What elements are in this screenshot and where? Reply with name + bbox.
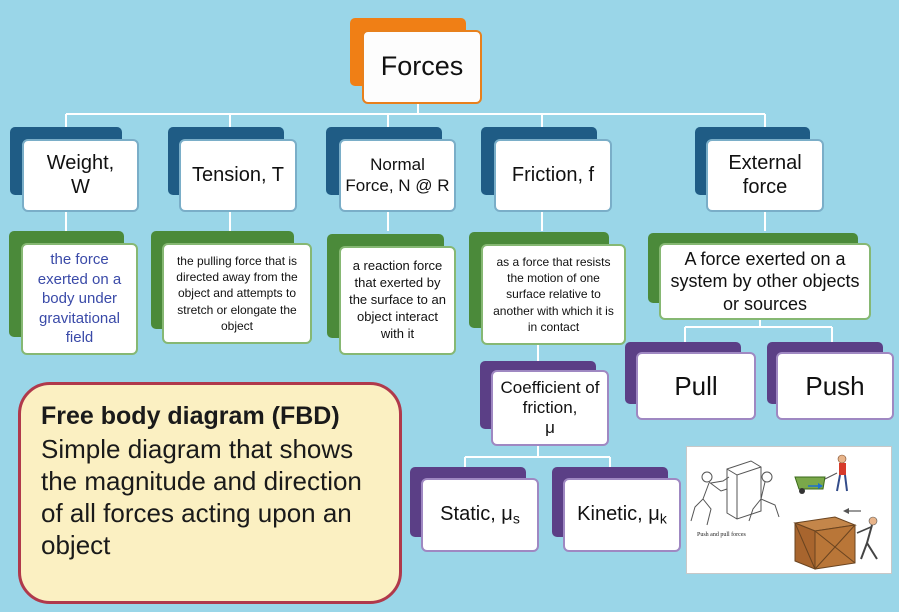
- coefficient-of-friction-card: Coefficient of friction,μ: [491, 370, 609, 446]
- category-external-force-card: External force: [706, 139, 824, 212]
- description-external-force-text: A force exerted on a system by other obj…: [670, 248, 860, 314]
- category-tension-title: Tension, T: [192, 163, 284, 186]
- pull-label: Pull: [674, 370, 718, 401]
- category-external-force-title: External force: [728, 151, 802, 198]
- photo-caption: Push and pull forces: [697, 532, 746, 538]
- description-normal-force-text: a reaction force that exerted by the sur…: [349, 258, 446, 341]
- fbd-callout: Free body diagram (FBD) Simple diagram t…: [18, 382, 402, 604]
- coefficient-of-friction-text: Coefficient of friction,μ: [500, 377, 600, 438]
- description-weight-text: the force exerted on a body under gravit…: [37, 251, 122, 347]
- fbd-text: Simple diagram that shows the magnitude …: [41, 434, 362, 560]
- category-tension-card: Tension, T: [179, 139, 297, 212]
- push-node-card: Push: [776, 352, 894, 420]
- pull-node-card: Pull: [636, 352, 756, 420]
- push-label: Push: [805, 370, 865, 401]
- kinetic-friction-label: Kinetic, μk: [577, 502, 667, 527]
- root-node-card: Forces: [362, 30, 482, 104]
- fbd-title: Free body diagram (FBD): [41, 402, 340, 430]
- kinetic-friction-card: Kinetic, μk: [563, 478, 681, 552]
- category-weight-card: Weight,W: [22, 139, 139, 212]
- description-friction-card: as a force that resists the motion of on…: [481, 244, 626, 345]
- push-pull-drawing: [690, 454, 878, 570]
- category-normal-force-title: Normal Force, N @ R: [345, 155, 450, 195]
- description-tension-text: the pulling force that is directed away …: [176, 254, 298, 333]
- static-friction-label: Static, μs: [440, 502, 520, 527]
- root-label: Forces: [380, 51, 464, 82]
- push-pull-illustration: Push and pull forces: [686, 446, 892, 574]
- category-weight-title: Weight,W: [46, 151, 115, 198]
- static-friction-card: Static, μs: [421, 478, 539, 552]
- category-friction-card: Friction, f: [494, 139, 612, 212]
- description-weight-card: the force exerted on a body under gravit…: [21, 243, 138, 355]
- category-normal-force-card: Normal Force, N @ R: [339, 139, 456, 212]
- description-tension-card: the pulling force that is directed away …: [162, 243, 312, 344]
- description-normal-force-card: a reaction force that exerted by the sur…: [339, 246, 456, 355]
- description-external-force-card: A force exerted on a system by other obj…: [659, 243, 871, 320]
- description-friction-text: as a force that resists the motion of on…: [493, 255, 614, 334]
- mu-symbol: μ: [545, 418, 555, 438]
- category-friction-title: Friction, f: [511, 163, 595, 186]
